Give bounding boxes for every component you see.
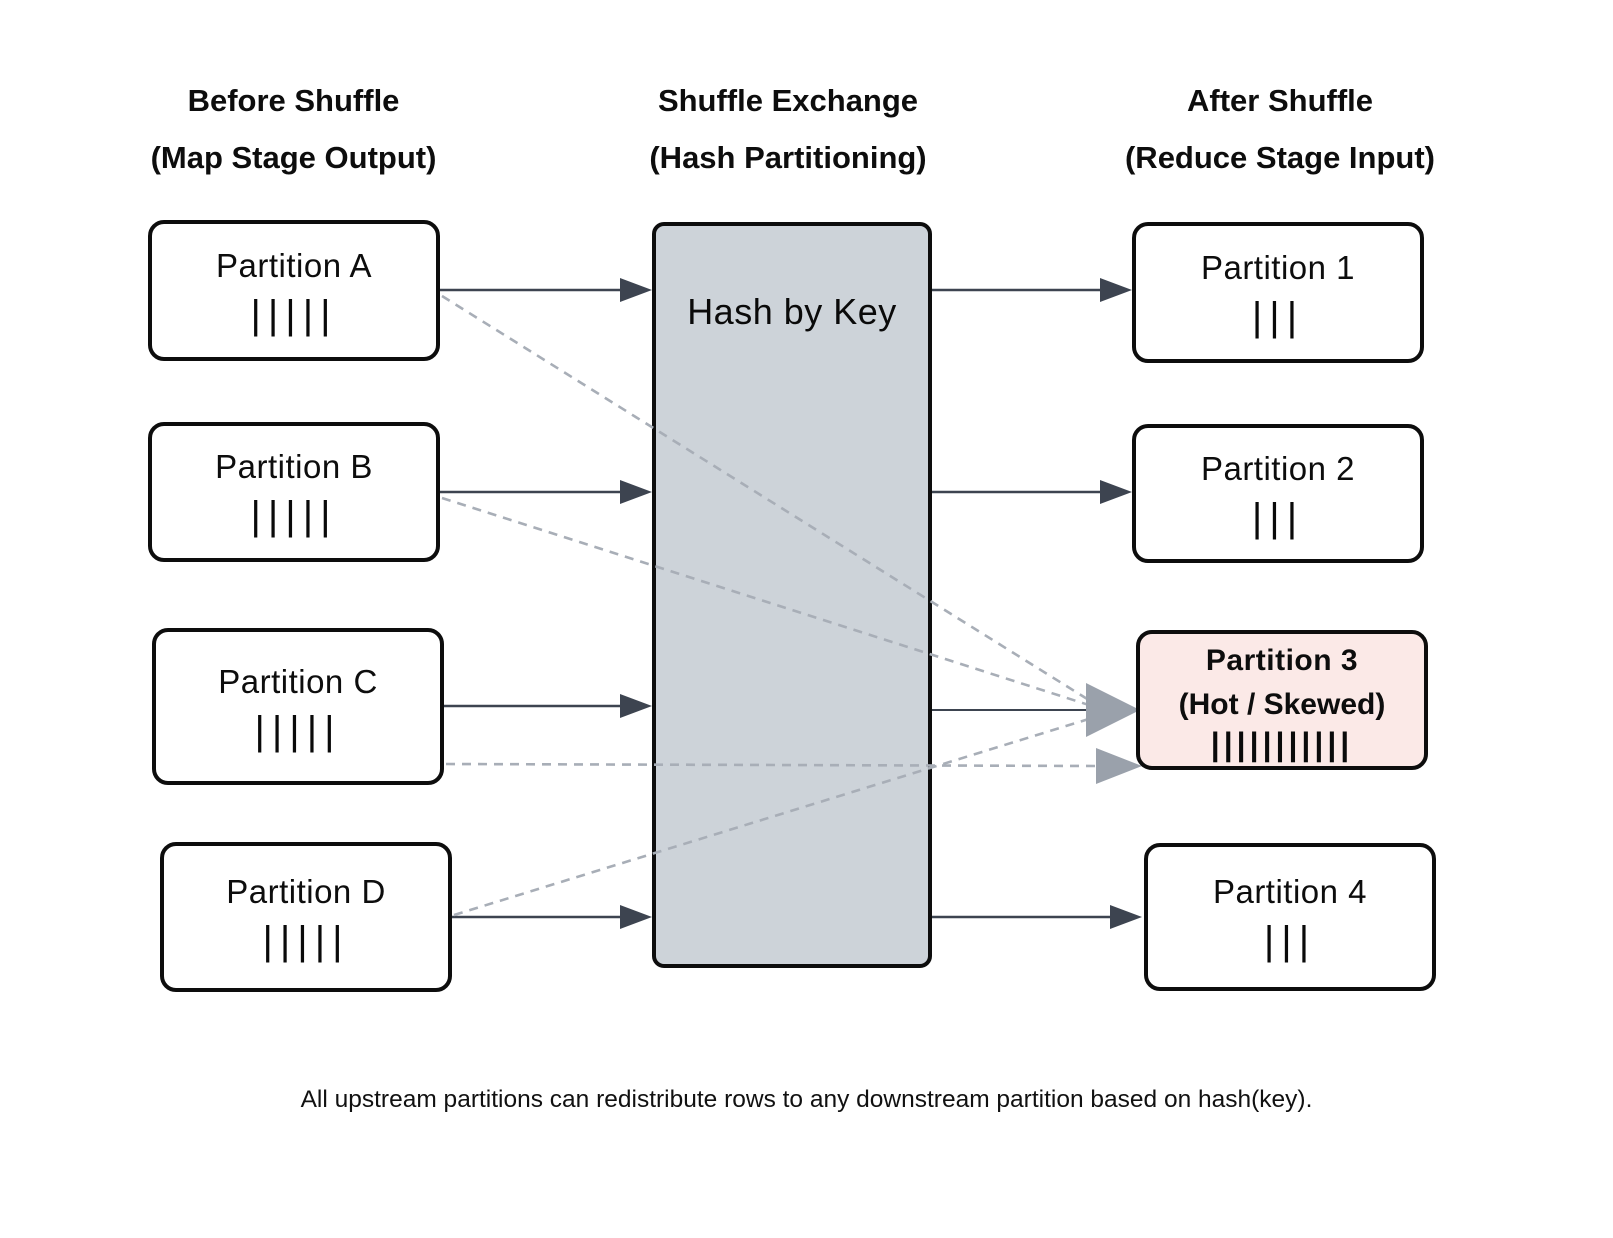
header-after-shuffle: After Shuffle (Reduce Stage Input) xyxy=(1060,72,1500,186)
partition-3-sublabel: (Hot / Skewed) xyxy=(1178,688,1386,721)
header-after-shuffle-line1: After Shuffle xyxy=(1187,83,1373,118)
partition-b-tally: ||||| xyxy=(250,494,338,538)
header-shuffle-exchange-line1: Shuffle Exchange xyxy=(657,83,919,118)
partition-2-box: Partition 2 ||| xyxy=(1132,424,1424,563)
arrowhead-partition-a-to-hash xyxy=(620,278,652,302)
partition-c-box: Partition C ||||| xyxy=(152,628,444,785)
diagram-caption: All upstream partitions can redistribute… xyxy=(300,1086,1313,1113)
partition-d-label: Partition D xyxy=(226,873,386,910)
arrowhead-partition-b-to-hash xyxy=(620,480,652,504)
arrowhead-converging-partition-3 xyxy=(1086,683,1140,737)
hash-exchange-label: Hash by Key xyxy=(687,291,897,332)
partition-a-label: Partition A xyxy=(216,246,372,284)
partition-a-tally: ||||| xyxy=(250,292,338,337)
partition-b-label: Partition B xyxy=(215,448,373,485)
partition-3-label: Partition 3 xyxy=(1205,644,1359,677)
partition-1-label: Partition 1 xyxy=(1200,248,1356,286)
partition-3-tally: ||||||||||| xyxy=(1210,726,1354,762)
arrowhead-partition-c-to-hash xyxy=(620,694,652,718)
partition-d-box: Partition D ||||| xyxy=(160,842,452,992)
partition-4-box: Partition 4 ||| xyxy=(1144,843,1436,991)
partition-c-tally: ||||| xyxy=(254,708,342,753)
header-shuffle-exchange: Shuffle Exchange (Hash Partitioning) xyxy=(578,72,998,186)
partition-1-tally: ||| xyxy=(1251,294,1305,339)
partition-1-box: Partition 1 ||| xyxy=(1132,222,1424,363)
partition-2-label: Partition 2 xyxy=(1200,449,1356,487)
arrowhead-hash-to-partition-2 xyxy=(1100,480,1132,504)
header-before-shuffle: Before Shuffle (Map Stage Output) xyxy=(86,72,501,186)
hash-exchange-box: Hash by Key xyxy=(652,222,932,968)
header-before-shuffle-line2: (Map Stage Output) xyxy=(150,140,437,175)
arrowhead-hash-to-partition-1 xyxy=(1100,278,1132,302)
partition-a-box: Partition A ||||| xyxy=(148,220,440,361)
header-shuffle-exchange-line2: (Hash Partitioning) xyxy=(649,140,927,175)
partition-b-box: Partition B ||||| xyxy=(148,422,440,562)
arrowhead-hash-to-partition-4 xyxy=(1110,905,1142,929)
partition-d-tally: ||||| xyxy=(262,919,350,963)
partition-4-tally: ||| xyxy=(1263,919,1317,963)
header-after-shuffle-line2: (Reduce Stage Input) xyxy=(1124,140,1435,175)
partition-c-label: Partition C xyxy=(218,662,378,700)
partition-4-label: Partition 4 xyxy=(1212,873,1368,910)
arrowhead-partition-d-to-hash xyxy=(620,905,652,929)
header-before-shuffle-line1: Before Shuffle xyxy=(187,83,400,118)
partition-2-tally: ||| xyxy=(1251,495,1305,540)
partition-3-hot-box: Partition 3 (Hot / Skewed) ||||||||||| xyxy=(1136,630,1428,770)
